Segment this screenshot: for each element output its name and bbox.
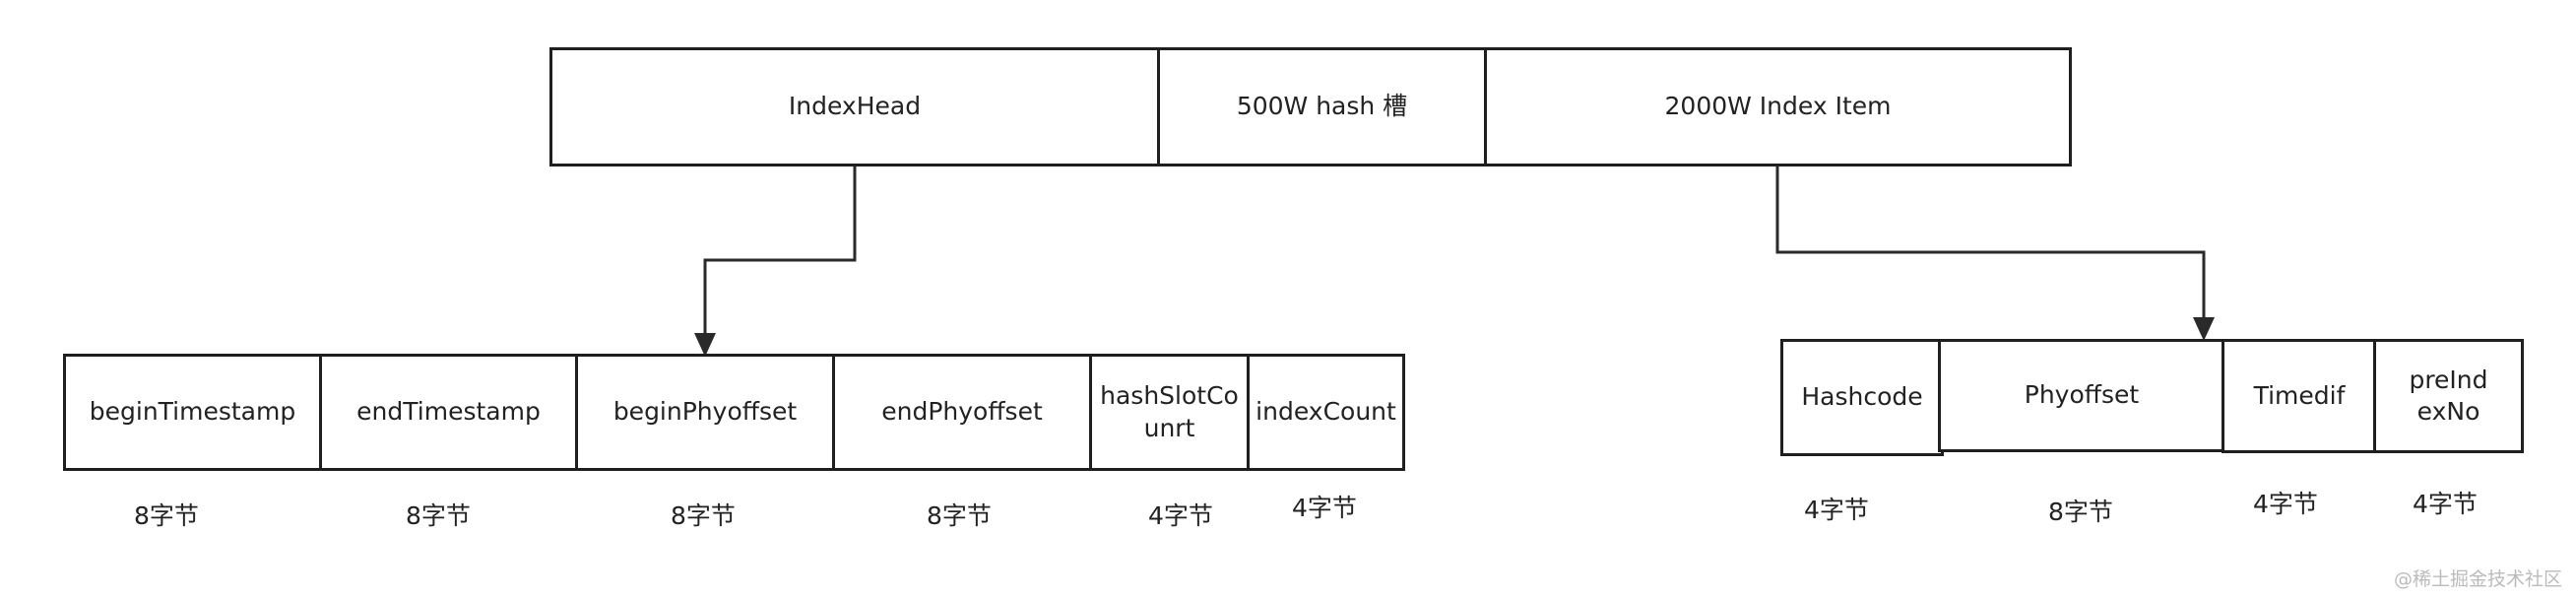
field-timedif: Timedif bbox=[2222, 339, 2377, 453]
size-label: 8字节 bbox=[2048, 498, 2113, 526]
index-item-box: 2000W Index Item bbox=[1484, 47, 2072, 166]
size-label: 4字节 bbox=[1292, 494, 1357, 522]
size-label: 8字节 bbox=[406, 501, 471, 530]
field-pre-index-no: preIndexNo bbox=[2373, 339, 2524, 453]
size-label: 8字节 bbox=[134, 501, 199, 530]
arrowhead-indexitem bbox=[2193, 317, 2215, 341]
field-hash-slot-count: hashSlotCounrt bbox=[1089, 354, 1250, 471]
arrow-indexhead-to-fields bbox=[703, 166, 857, 335]
size-label: 4字节 bbox=[1148, 501, 1213, 530]
size-label: 4字节 bbox=[2253, 490, 2318, 518]
size-label: 4字节 bbox=[1804, 496, 1869, 524]
arrow-indexitem-to-fields bbox=[1775, 166, 2206, 319]
field-end-timestamp: endTimestamp bbox=[319, 354, 578, 471]
size-label: 8字节 bbox=[671, 501, 736, 530]
index-head-box: IndexHead bbox=[549, 47, 1160, 166]
size-label: 8字节 bbox=[927, 501, 992, 530]
field-hashcode: Hashcode bbox=[1780, 339, 1944, 456]
field-end-phyoffset: endPhyoffset bbox=[832, 354, 1092, 471]
field-index-count: indexCount bbox=[1247, 354, 1405, 471]
watermark-text: @稀土掘金技术社区 bbox=[2393, 568, 2562, 590]
field-begin-timestamp: beginTimestamp bbox=[63, 354, 322, 471]
field-begin-phyoffset: beginPhyoffset bbox=[575, 354, 835, 471]
field-phyoffset: Phyoffset bbox=[1938, 339, 2225, 452]
arrowhead-indexhead bbox=[694, 333, 716, 357]
size-label: 4字节 bbox=[2413, 490, 2478, 518]
hash-slot-box: 500W hash 槽 bbox=[1157, 47, 1487, 166]
